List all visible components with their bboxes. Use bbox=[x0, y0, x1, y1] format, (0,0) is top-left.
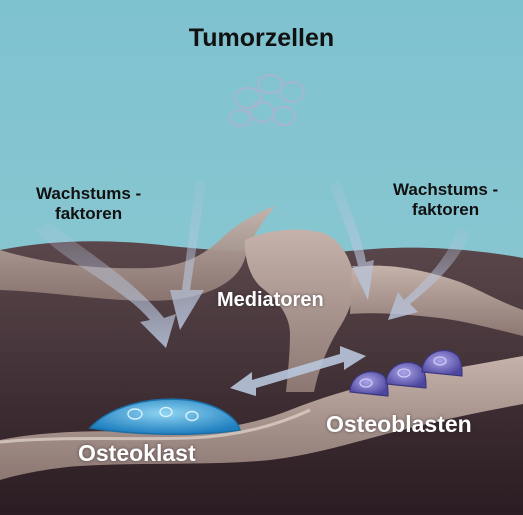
mediators-label: Mediatoren bbox=[217, 289, 324, 312]
osteoclast-label: Osteoklast bbox=[78, 440, 196, 466]
growth-factors-left-line1: Wachstums - bbox=[36, 184, 141, 204]
growth-factors-label-right: Wachstums - faktoren bbox=[393, 180, 498, 219]
growth-factors-right-line1: Wachstums - bbox=[393, 180, 498, 200]
growth-factors-label-left: Wachstums - faktoren bbox=[36, 184, 141, 223]
osteoblasts-label: Osteoblasten bbox=[326, 411, 472, 437]
tumor-cells-label: Tumorzellen bbox=[0, 24, 523, 53]
growth-factors-right-line2: faktoren bbox=[393, 200, 498, 220]
growth-factors-left-line2: faktoren bbox=[36, 204, 141, 224]
